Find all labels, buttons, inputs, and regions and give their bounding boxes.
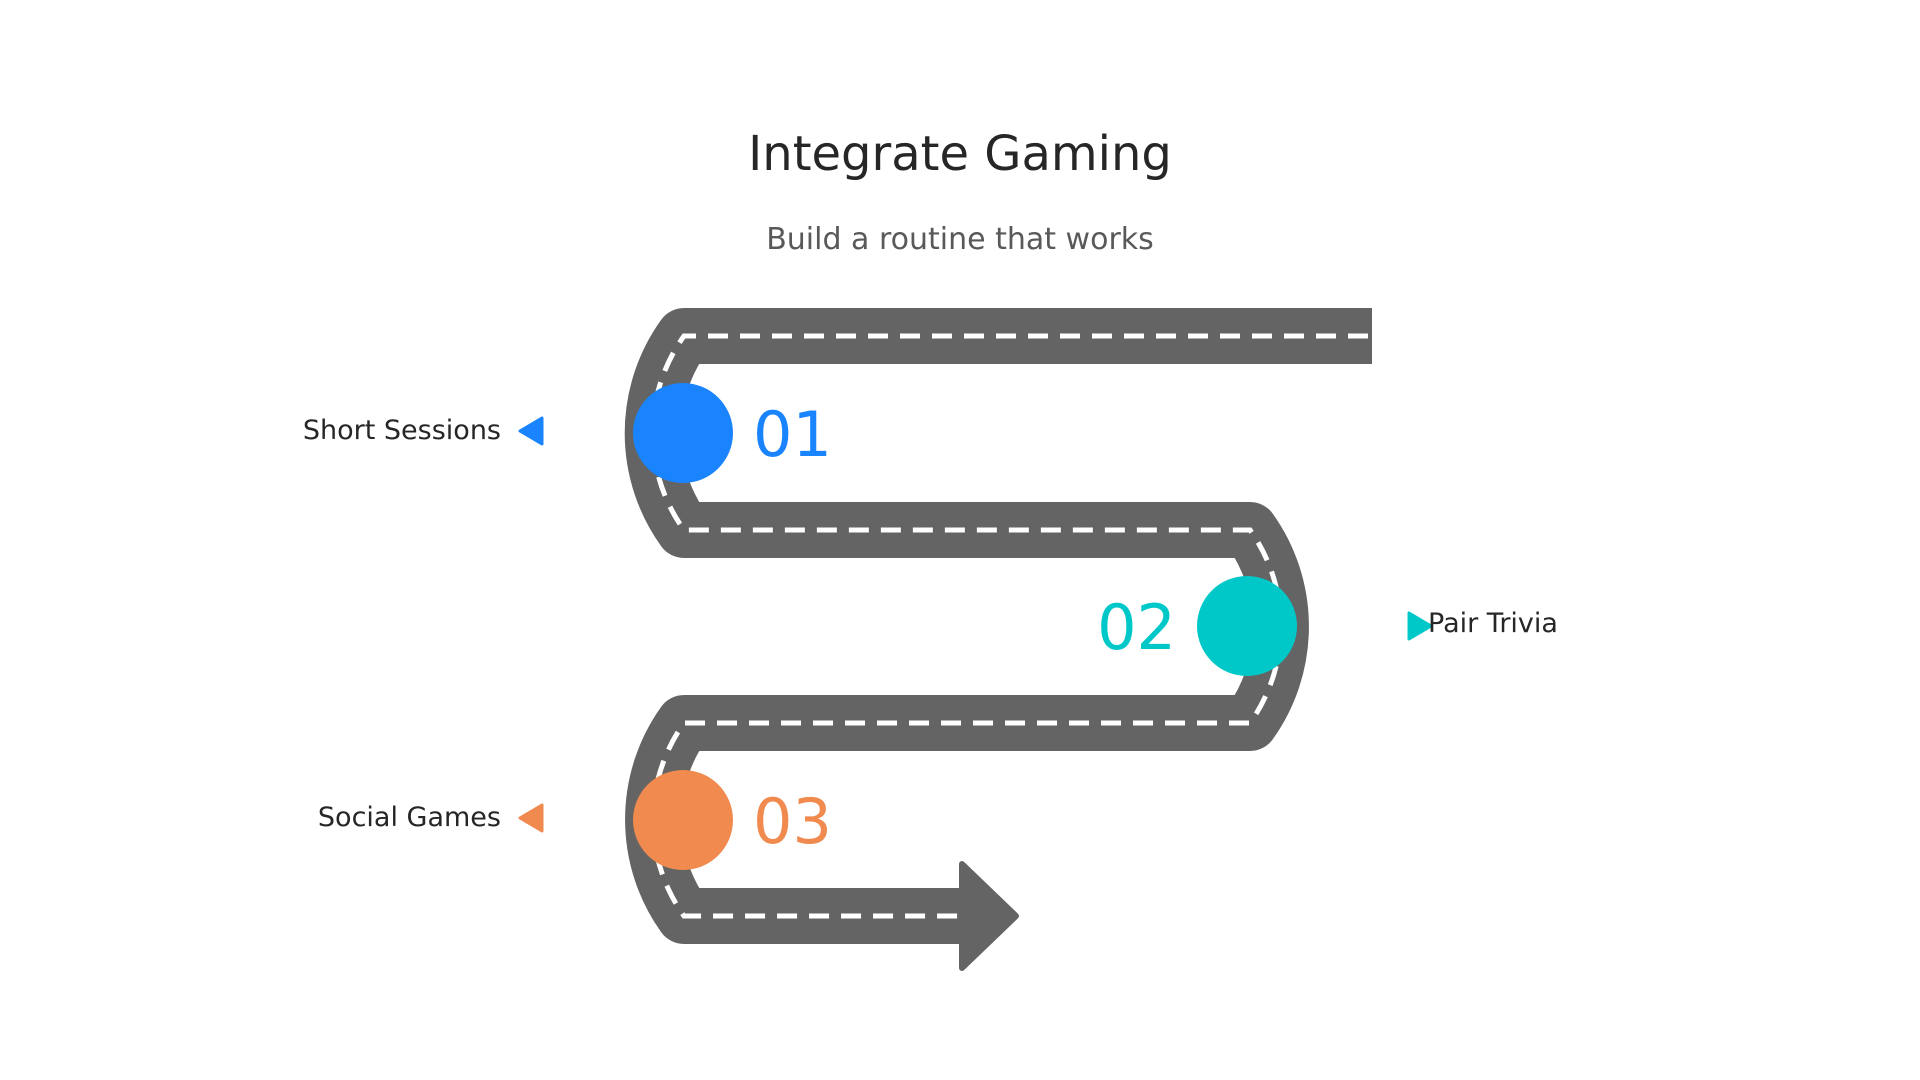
step-1-pointer-icon	[518, 416, 544, 446]
step-2-label: Pair Trivia	[1428, 608, 1558, 639]
step-1-marker	[633, 383, 733, 483]
step-1-label: Short Sessions	[302, 415, 501, 446]
step-3-pointer-icon	[518, 803, 544, 833]
step-2-pointer-icon	[1407, 611, 1433, 641]
step-3-label: Social Games	[317, 802, 501, 833]
page-subtitle: Build a routine that works	[766, 222, 1154, 257]
step-3-number: 03	[753, 785, 832, 858]
road-arrow-head	[959, 861, 1019, 971]
step-2-marker	[1197, 576, 1297, 676]
page-title: Integrate Gaming	[748, 126, 1172, 182]
step-2-number: 02	[1097, 591, 1176, 664]
step-1-number: 01	[753, 398, 832, 471]
step-3-marker	[633, 770, 733, 870]
